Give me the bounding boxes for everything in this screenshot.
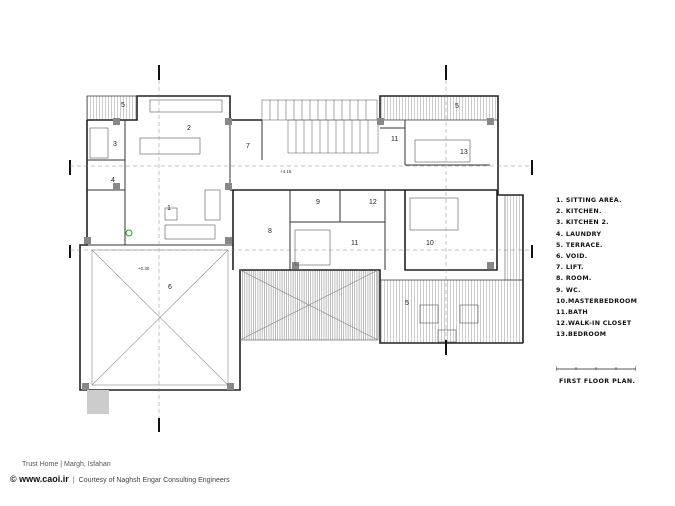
legend-item: 13.BEDROOM — [556, 331, 607, 339]
legend-item: 8. ROOM. — [556, 275, 592, 283]
legend-item: 12.WALK-IN CLOSET — [556, 320, 632, 328]
room-label: 13 — [460, 149, 468, 156]
interior-walls — [87, 120, 490, 270]
room-label: 6 — [168, 284, 172, 291]
level-mark-void: +0.30 — [138, 266, 150, 271]
project-caption: Trust Home | Margh, Isfahan — [22, 461, 111, 468]
legend-item: 1. SITTING AREA. — [556, 197, 622, 204]
dash-lines — [70, 80, 532, 418]
legend-item: 11.BATH — [556, 309, 589, 317]
room-label: 1 — [167, 205, 171, 212]
room-label: 9 — [316, 199, 320, 206]
plan-title: FIRST FLOOR PLAN. — [559, 378, 636, 385]
room-label: 10 — [426, 240, 434, 247]
room-label: 8 — [268, 228, 272, 235]
room-label: 5 — [455, 103, 459, 110]
legend-item: 10.MASTERBEDROOM — [556, 297, 638, 305]
structural-columns — [82, 118, 494, 414]
legend-item: 7. LIFT. — [556, 264, 584, 272]
legend-item: 6. VOID. — [556, 253, 588, 261]
room-labels: 5 2 3 4 7 1 8 9 12 11 11 10 13 5 5 6 — [111, 102, 468, 307]
credit-line: © www.caoi.ir|Courtesy of Naghsh Engar C… — [10, 474, 230, 484]
terrace-areas — [86, 95, 524, 344]
exterior-walls — [79, 95, 524, 391]
room-label: 5 — [121, 102, 125, 109]
site-link[interactable]: © www.caoi.ir — [10, 474, 69, 484]
plant-icon — [125, 229, 133, 237]
legend-item: 5. TERRACE. — [556, 241, 603, 249]
room-label: 3 — [113, 141, 117, 148]
legend-item: 3. KITCHEN 2. — [556, 219, 609, 227]
section-markers — [69, 65, 533, 432]
room-label: 7 — [246, 143, 250, 150]
room-label: 2 — [187, 125, 191, 132]
scale-bar — [556, 366, 636, 371]
furniture — [89, 99, 479, 343]
room-label: 11 — [351, 240, 358, 247]
separator: | — [72, 477, 75, 484]
legend-item: 9. WC. — [556, 286, 581, 294]
legend-item: 4. LAUNDRY — [556, 230, 602, 238]
room-label: 5 — [405, 300, 409, 307]
room-label: 12 — [369, 199, 377, 206]
room-label: 11 — [391, 136, 398, 143]
legend: 1. SITTING AREA. 2. KITCHEN. 3. KITCHEN … — [556, 195, 666, 341]
legend-item: 2. KITCHEN. — [556, 208, 602, 216]
void-cross — [91, 249, 379, 386]
staircase — [261, 99, 379, 154]
level-mark-hall: +4.15 — [280, 169, 292, 174]
courtesy-text: Courtesy of Naghsh Engar Consulting Engi… — [78, 477, 230, 484]
room-label: 4 — [111, 177, 115, 184]
